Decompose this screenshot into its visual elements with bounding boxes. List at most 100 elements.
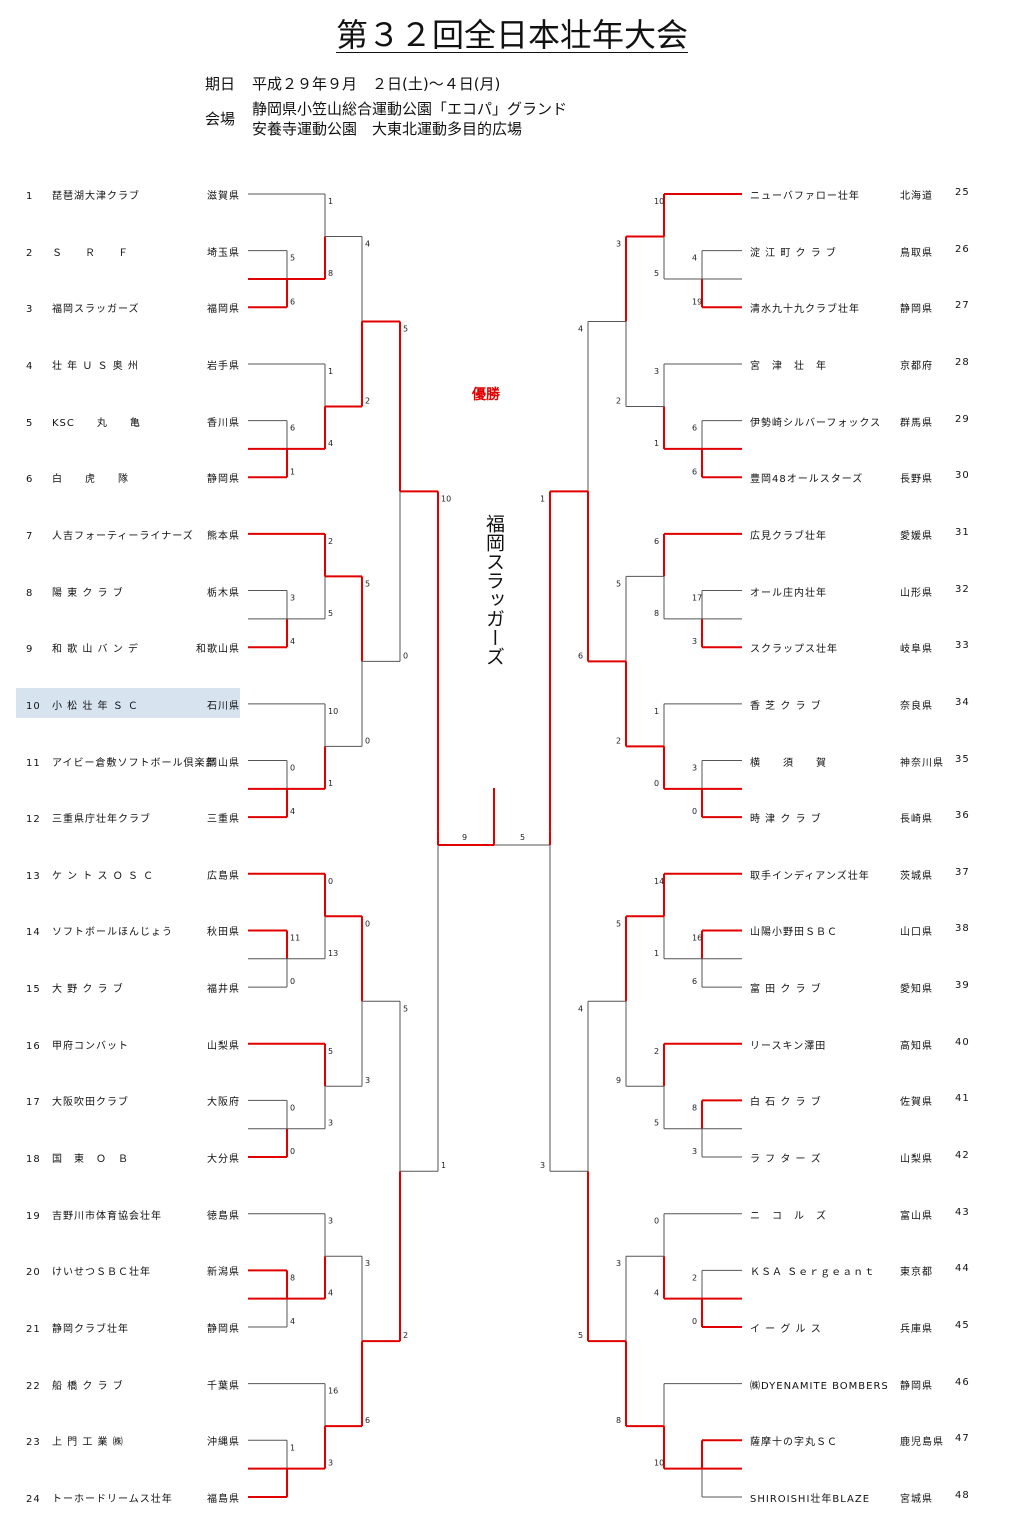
score-label: 2 <box>616 396 621 405</box>
team-prefecture: 山梨県 <box>207 1040 240 1052</box>
score-label: 0 <box>365 736 370 745</box>
team-number: 31 <box>955 526 970 538</box>
team-name: 小 松 壮 年 Ｓ Ｃ <box>52 700 139 712</box>
team-number: 45 <box>955 1320 970 1331</box>
team-name: けいせつＳＢＣ壮年 <box>52 1267 151 1279</box>
score-label: 3 <box>616 1259 621 1268</box>
score-label: 3 <box>692 637 697 646</box>
team-name: 大阪吹田クラブ <box>52 1097 129 1109</box>
team-number: 27 <box>955 300 970 312</box>
team-name: 横 須 賀 <box>750 757 827 769</box>
team-name: 静岡クラブ壮年 <box>52 1324 129 1335</box>
team-prefecture: 徳島県 <box>207 1210 240 1222</box>
score-label: 4 <box>328 1289 333 1298</box>
team-prefecture: 静岡県 <box>207 474 240 486</box>
team-number: 46 <box>955 1376 970 1388</box>
team-prefecture: 山形県 <box>900 587 933 599</box>
score-label: 3 <box>328 1217 333 1226</box>
team-prefecture: 佐賀県 <box>900 1097 933 1109</box>
score-label: 5 <box>290 254 295 263</box>
team-name: ニ コ ル ズ <box>750 1210 827 1222</box>
date-text: 平成２９年９月 ２日(土)～４日(月) <box>252 75 501 93</box>
date-label: 期日 <box>205 75 236 93</box>
champion-name: 福岡スラッガーズ <box>483 514 505 666</box>
score-label: 10 <box>328 707 338 716</box>
score-label: 10 <box>654 197 664 206</box>
score-label: 6 <box>365 1416 370 1425</box>
team-name: 甲府コンバット <box>52 1040 129 1052</box>
score-label: 3 <box>365 1076 370 1085</box>
team-name: 壮 年 Ｕ Ｓ 奥 州 <box>52 360 139 372</box>
score-label: 3 <box>540 1161 545 1170</box>
score-label: 4 <box>578 324 583 333</box>
team-name: 広見クラブ壮年 <box>750 530 827 542</box>
venue-label: 会場 <box>205 110 236 128</box>
team-number: 5 <box>26 417 34 429</box>
team-number: 41 <box>955 1093 970 1105</box>
team-prefecture: 滋賀県 <box>207 191 240 202</box>
score-label: 6 <box>692 977 697 986</box>
score-label: 6 <box>290 424 295 433</box>
score-label: 2 <box>403 1331 408 1340</box>
score-label: 6 <box>692 467 697 476</box>
team-number: 6 <box>26 474 34 486</box>
score-label: 3 <box>290 594 295 603</box>
team-name: 山陽小野田ＳＢＣ <box>750 927 838 939</box>
team-prefecture: 石川県 <box>207 700 240 712</box>
score-label: 2 <box>654 1047 659 1056</box>
score-label: 5 <box>403 1004 408 1013</box>
team-prefecture: 千葉県 <box>207 1380 240 1392</box>
page-title: 第３２回全日本壮年大会 <box>335 16 688 54</box>
team-name: 富 田 ク ラ ブ <box>750 984 822 996</box>
team-prefecture: 広島県 <box>207 870 240 882</box>
team-name: 福岡スラッガーズ <box>52 304 140 316</box>
team-name: 薩摩十の字丸ＳＣ <box>750 1437 838 1449</box>
team-name: SHIROISHI壮年BLAZE <box>750 1493 871 1505</box>
team-prefecture: 愛知県 <box>900 984 933 996</box>
score-label: 6 <box>692 424 697 433</box>
score-label: 16 <box>692 933 702 942</box>
score-label: 5 <box>654 1119 659 1128</box>
score-label: 17 <box>692 594 702 603</box>
team-number: 47 <box>955 1433 970 1445</box>
team-number: 29 <box>955 413 970 425</box>
team-prefecture: 大分県 <box>207 1154 240 1166</box>
team-name: アイビー倉敷ソフトボール倶楽部 <box>52 757 217 769</box>
score-label: 6 <box>654 537 659 546</box>
score-label: 5 <box>328 1047 333 1056</box>
score-label: 5 <box>616 579 621 588</box>
score-label: 1 <box>441 1161 446 1170</box>
team-number: 3 <box>26 304 34 316</box>
score-label: 1 <box>328 197 333 206</box>
team-number: 38 <box>955 923 970 935</box>
score-label: 0 <box>328 877 333 886</box>
team-number: 14 <box>26 927 41 939</box>
team-number: 20 <box>26 1267 41 1279</box>
team-prefecture: 群馬県 <box>900 417 933 429</box>
team-prefecture: 熊本県 <box>207 530 240 542</box>
team-name: 上 門 工 業 ㈱ <box>52 1437 124 1449</box>
team-name: イ ー グ ル ス <box>750 1324 822 1335</box>
team-number: 39 <box>955 980 970 992</box>
team-prefecture: 秋田県 <box>207 927 240 939</box>
score-label: 9 <box>462 833 467 842</box>
score-label: 8 <box>692 1103 697 1112</box>
team-name: 国 東 Ｏ Ｂ <box>52 1154 129 1166</box>
score-label: 8 <box>328 269 333 278</box>
